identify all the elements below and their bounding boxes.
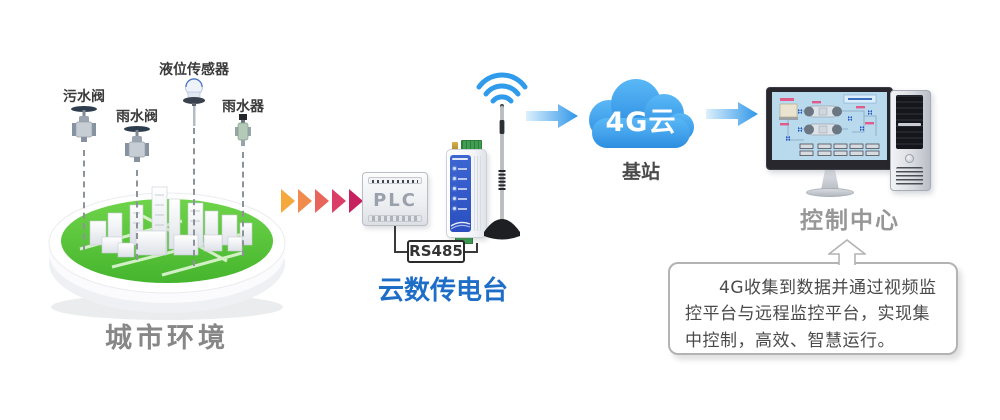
tower-drive-bays (896, 95, 923, 149)
status-led (453, 187, 456, 190)
chevron-icon (349, 189, 363, 213)
monitor-base (806, 188, 854, 197)
sensor-label-sewage-valve: 污水阀 (63, 89, 105, 105)
sensor-label-rain-valve: 雨水阀 (116, 109, 158, 125)
modem-panel-title-bar (452, 158, 468, 160)
status-led (453, 197, 456, 200)
dtu-modem-device (446, 149, 487, 238)
status-led (453, 167, 456, 170)
tower-dvd-slot (898, 123, 921, 126)
sewage-valve-icon (71, 106, 97, 142)
city-platform-illustration (48, 186, 286, 320)
level-sensor-connector-line (193, 128, 195, 266)
status-led (453, 177, 456, 180)
scada-monitor (766, 87, 893, 170)
flow-chevrons (281, 188, 366, 214)
chevron-icon (298, 189, 312, 213)
chevron-icon (332, 189, 346, 213)
chevron-icon (281, 189, 295, 213)
base-station-label: 基站 (621, 161, 660, 183)
monitor-stand (821, 170, 839, 190)
arrow-right-icon (706, 102, 758, 126)
rain-valve-icon (124, 126, 150, 162)
plc-wire (394, 226, 396, 253)
scada-screen (772, 92, 887, 160)
cloud-4g-label: 4G云 (605, 107, 677, 138)
plc-terminal-strip (368, 177, 422, 184)
callout-bubble: 4G收集到数据并通过视频监控平台与远程监控平台，实现集中控制，高效、智慧运行。 (668, 262, 958, 355)
callout-text: 4G收集到数据并通过视频监控平台与远程监控平台，实现集中控制，高效、智慧运行。 (685, 278, 937, 351)
callout-pointer-icon (828, 239, 866, 265)
rain-collector-connector-line (242, 152, 244, 256)
plc-wiring-strip (368, 215, 422, 222)
modem-wire (476, 243, 478, 253)
sma-connector (452, 142, 458, 150)
rain-valve-connector-line (136, 170, 138, 260)
chevron-icon (315, 189, 329, 213)
plc-label: PLC (373, 190, 417, 211)
rs485-bus-label: RS485 (407, 240, 465, 263)
cloud-icon (589, 79, 694, 148)
city-label: 城市环境 (105, 323, 229, 354)
dtu-device-label: 云数传电台 (377, 276, 508, 306)
computer-tower (890, 90, 931, 191)
control-center-label: 控制中心 (800, 208, 900, 234)
rain-collector-icon (235, 114, 251, 146)
modem-heatsink (474, 156, 483, 231)
scada-mimic-diagram (772, 92, 887, 160)
level-sensor-icon (183, 78, 205, 126)
wifi-signal-icon (476, 72, 528, 104)
modem-front-panel (450, 155, 471, 232)
arrow-right-icon (526, 104, 578, 128)
plc-device: PLC (362, 172, 428, 226)
wave-graphic (450, 221, 471, 230)
tower-power-button (905, 154, 914, 163)
antenna-icon (476, 72, 528, 240)
sensor-label-rain-collector: 雨水器 (222, 99, 264, 115)
tower-vents (896, 167, 923, 185)
sensor-label-level-sensor: 液位传感器 (159, 62, 229, 78)
status-led (453, 207, 456, 210)
sewage-valve-connector-line (83, 150, 85, 250)
